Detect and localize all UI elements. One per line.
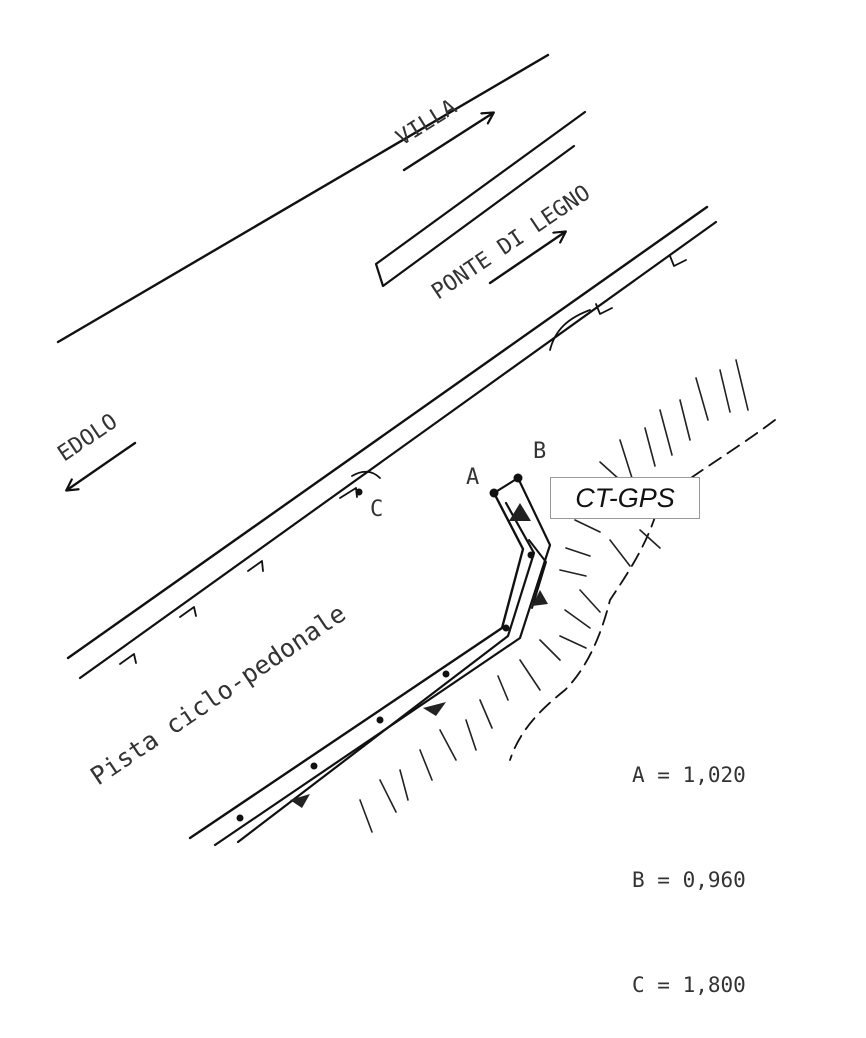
curb-mark bbox=[595, 303, 613, 315]
curb-mark bbox=[669, 255, 687, 267]
point-b-label: B bbox=[533, 439, 546, 464]
point-a-label: A bbox=[466, 465, 479, 490]
point-a-marker bbox=[489, 488, 499, 498]
measurement-a: A = 1,020 bbox=[632, 763, 746, 787]
wall-triangle bbox=[423, 702, 446, 716]
measurement-c: C = 1,800 bbox=[632, 973, 746, 997]
wall-cap bbox=[492, 476, 520, 495]
curb-mark bbox=[119, 653, 137, 665]
measurements-legend: A = 1,020 B = 0,960 C = 1,800 bbox=[632, 688, 746, 1038]
wall-dot bbox=[442, 670, 450, 678]
curb-mark bbox=[351, 470, 381, 479]
wall-fence bbox=[528, 539, 547, 609]
villa-arrow bbox=[402, 113, 493, 172]
road-edge-north bbox=[56, 53, 550, 344]
slope-outline bbox=[509, 419, 776, 761]
wall-dot bbox=[376, 716, 384, 724]
traffic-island bbox=[374, 110, 587, 288]
curb-mark bbox=[247, 560, 264, 572]
ponte-di-legno-label: PONTE DI LEGNO bbox=[427, 181, 595, 305]
point-b-marker bbox=[513, 473, 523, 483]
curb-mark bbox=[179, 606, 197, 618]
wall-dot bbox=[502, 624, 510, 632]
instrument-triangle bbox=[509, 503, 531, 521]
path-label: Pista ciclo-pedonale bbox=[85, 599, 351, 791]
wall-triangle bbox=[290, 794, 310, 808]
point-c-marker bbox=[355, 488, 363, 496]
wall-dot bbox=[527, 551, 535, 559]
measurement-b: B = 0,960 bbox=[632, 868, 746, 892]
road-edge-south bbox=[66, 205, 709, 660]
villa-label: VILLA bbox=[392, 95, 461, 151]
point-c-label: C bbox=[370, 497, 383, 522]
curb-mark bbox=[549, 309, 591, 351]
path-edge bbox=[78, 220, 718, 680]
site-sketch: VILLA PONTE DI LEGNO EDOLO Pista ciclo-p… bbox=[53, 53, 776, 847]
edolo-arrow bbox=[67, 441, 137, 490]
wall-inner bbox=[236, 501, 536, 844]
wall-middle bbox=[213, 476, 552, 847]
slope-hatching bbox=[359, 359, 749, 833]
ponte-di-legno-arrow bbox=[488, 232, 565, 285]
wall-dot bbox=[236, 814, 244, 822]
wall-outer bbox=[188, 491, 525, 840]
wall-triangle bbox=[532, 590, 548, 606]
instrument-label: CT-GPS bbox=[550, 477, 700, 519]
wall-dot bbox=[310, 762, 318, 770]
